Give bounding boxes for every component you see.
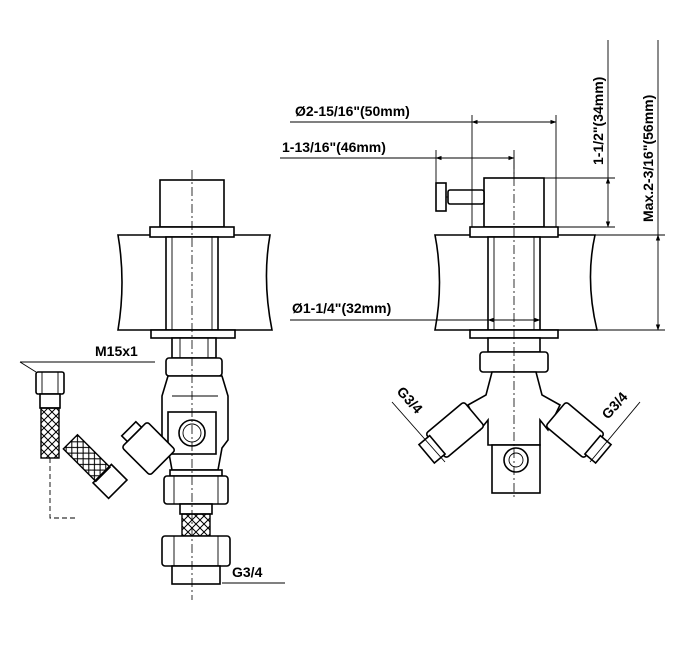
hose-braid-bottom bbox=[181, 513, 211, 537]
dim-body-height: 1-1/2"(34mm) bbox=[590, 77, 606, 165]
lever-right bbox=[447, 189, 485, 205]
dim-max-thickness: Max.2-3/16"(56mm) bbox=[640, 95, 656, 222]
flex-hose bbox=[35, 371, 78, 519]
washer-left bbox=[150, 329, 236, 339]
g34-nut-left bbox=[161, 535, 231, 567]
right-view: Ø2-15/16"(50mm) 1-13/16"(46mm) Ø1-1/4"(3… bbox=[280, 40, 665, 500]
countertop-left bbox=[117, 234, 273, 331]
dim-inlet-thread-right: G3/4 bbox=[598, 389, 630, 422]
dim-inlet-thread-left: G3/4 bbox=[394, 383, 426, 416]
dim-flange-diameter: Ø2-15/16"(50mm) bbox=[295, 103, 410, 119]
hose-braid-angled bbox=[62, 433, 111, 483]
lock-nut-left bbox=[171, 337, 217, 359]
left-view: M15x1 G3/4 bbox=[19, 170, 285, 600]
dim-hose-thread: M15x1 bbox=[95, 343, 138, 359]
dim-spout-projection: 1-13/16"(46mm) bbox=[282, 139, 386, 155]
dim-outlet-thread-left: G3/4 bbox=[232, 564, 263, 580]
dim-shank-diameter: Ø1-1/4"(32mm) bbox=[292, 300, 391, 316]
